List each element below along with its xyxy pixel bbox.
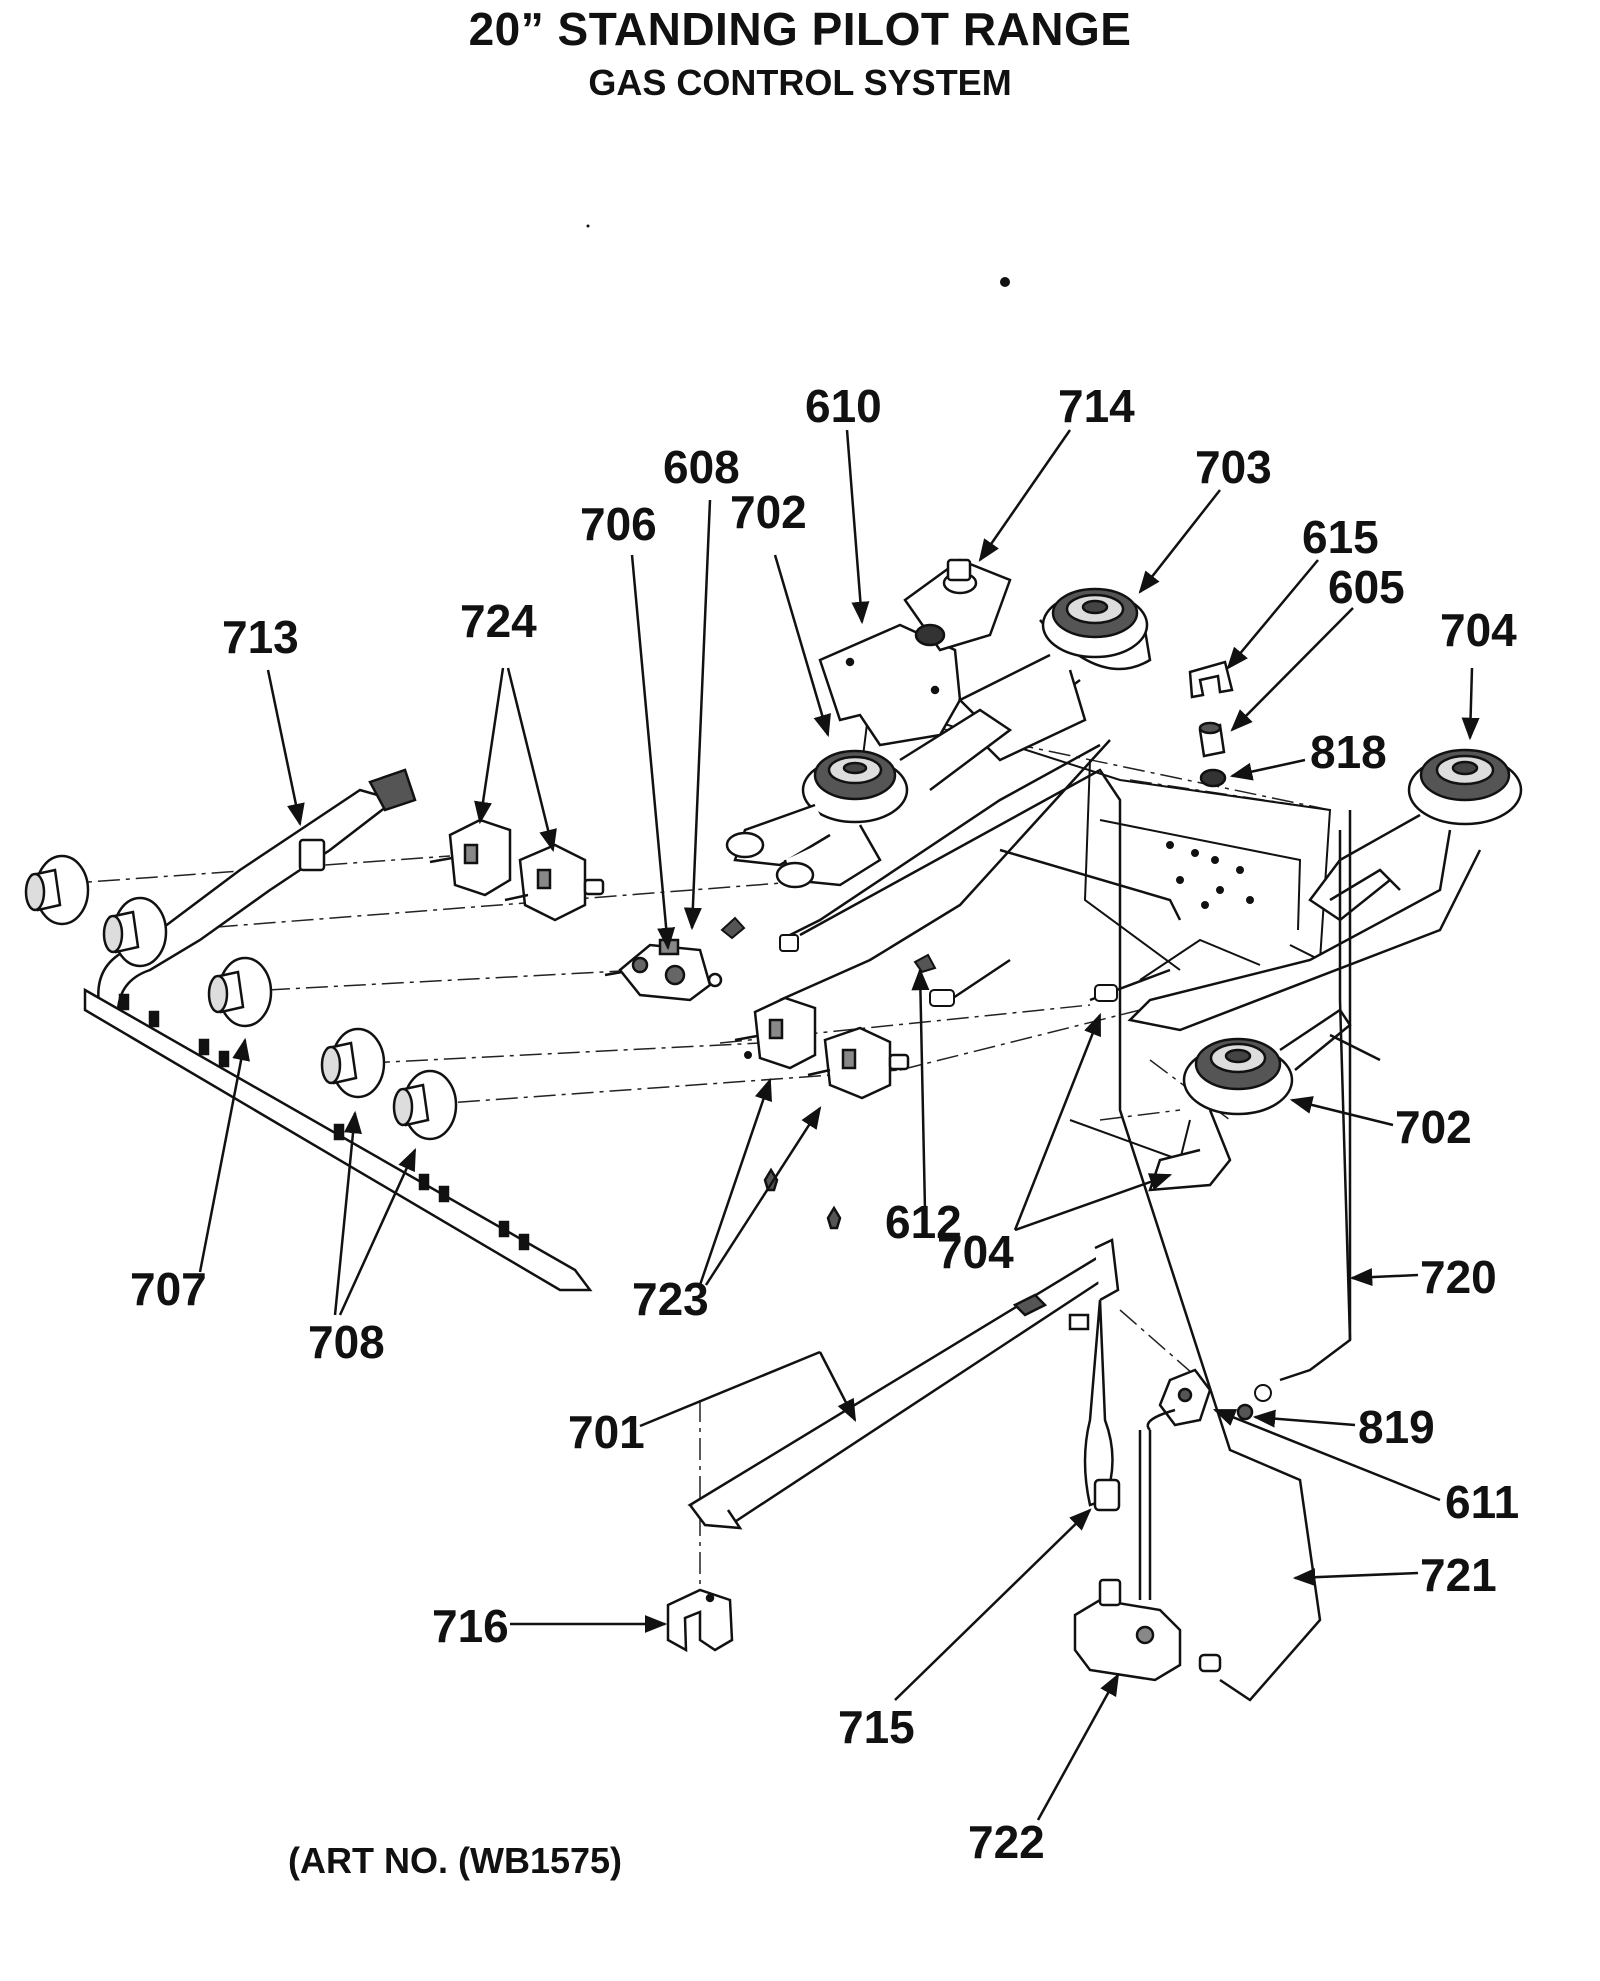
print-dot xyxy=(1000,277,1010,287)
label-720: 720 xyxy=(1420,1251,1497,1303)
support-frame xyxy=(859,699,1332,1162)
label-610: 610 xyxy=(805,380,882,432)
burner-702-lower xyxy=(1148,1008,1381,1192)
knob-left-top xyxy=(24,854,90,926)
pilot-714 xyxy=(903,558,1012,652)
art-number: (ART NO. (WB1575) xyxy=(288,1840,623,1881)
knob-708-a xyxy=(320,1027,386,1099)
part-number-labels: 610 714 608 703 706 702 615 605 713 724 … xyxy=(130,380,1519,1868)
label-706: 706 xyxy=(580,498,657,550)
label-707: 707 xyxy=(130,1263,207,1315)
manifold-713 xyxy=(83,768,593,1292)
control-knobs xyxy=(24,854,458,1141)
thermostat-722 xyxy=(1073,1430,1222,1682)
label-702-b: 702 xyxy=(1395,1101,1472,1153)
label-716: 716 xyxy=(432,1600,509,1652)
bracket-716 xyxy=(666,1588,734,1653)
diagram-title: 20” STANDING PILOT RANGE xyxy=(468,3,1132,55)
leader-lines xyxy=(198,429,1480,1821)
clip-cap-nut xyxy=(1188,660,1234,788)
knob-708-b xyxy=(392,1069,458,1141)
label-704-b: 704 xyxy=(937,1226,1014,1278)
label-819: 819 xyxy=(1358,1401,1435,1453)
label-724: 724 xyxy=(460,595,537,647)
knob-left-mid xyxy=(102,896,168,968)
label-702-a: 702 xyxy=(730,486,807,538)
valves-724 xyxy=(429,818,605,922)
manifold-701 xyxy=(687,1238,1121,1530)
valves-723 xyxy=(734,996,910,1230)
valve-706 xyxy=(604,938,723,1002)
label-721: 721 xyxy=(1420,1549,1497,1601)
print-speck xyxy=(586,224,590,228)
burner-704-right xyxy=(1127,748,1523,1032)
label-704-a: 704 xyxy=(1440,604,1517,656)
label-612: 612 xyxy=(885,1196,962,1248)
label-608: 608 xyxy=(663,441,740,493)
tube-fittings xyxy=(779,934,1272,1402)
label-708: 708 xyxy=(308,1316,385,1368)
label-722: 722 xyxy=(968,1816,1045,1868)
label-715: 715 xyxy=(838,1701,915,1753)
label-615: 615 xyxy=(1302,511,1379,563)
label-611: 611 xyxy=(1445,1476,1519,1528)
burner-702-upper xyxy=(725,708,1013,889)
label-723: 723 xyxy=(632,1273,709,1325)
label-605: 605 xyxy=(1328,561,1405,613)
label-714: 714 xyxy=(1058,380,1135,432)
gas-tubing xyxy=(779,739,1352,1702)
diagram-subtitle: GAS CONTROL SYSTEM xyxy=(588,62,1012,103)
knob-707 xyxy=(207,956,273,1028)
pilot-bracket-611 xyxy=(1146,1368,1254,1431)
label-703: 703 xyxy=(1195,441,1272,493)
label-701: 701 xyxy=(568,1406,645,1458)
label-818: 818 xyxy=(1310,726,1387,778)
label-713: 713 xyxy=(222,611,299,663)
